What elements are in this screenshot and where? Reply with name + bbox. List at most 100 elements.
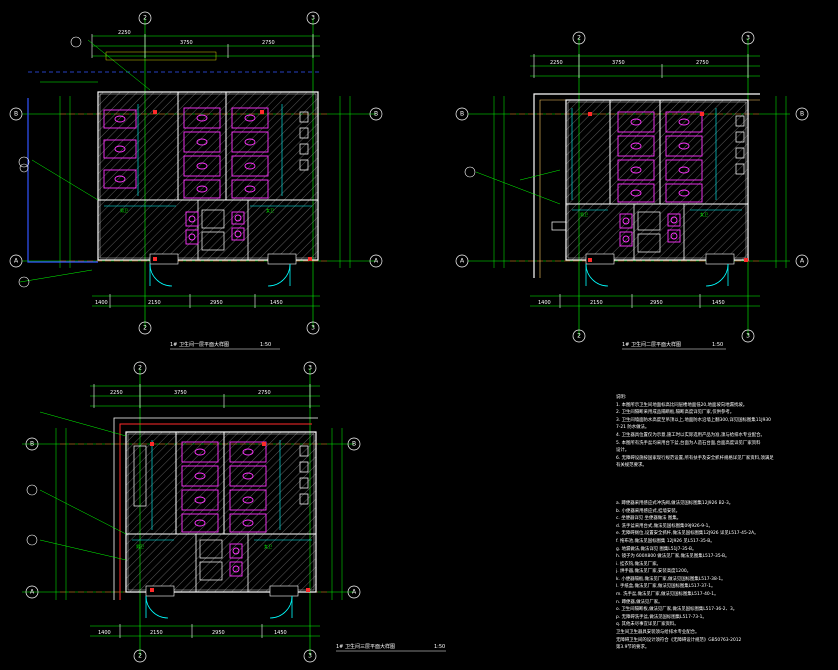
svg-text:男卫: 男卫 (120, 208, 128, 213)
svg-text:1450: 1450 (712, 300, 725, 306)
axis-bubble: 3 (303, 649, 317, 663)
plan-2-second-floor: 2 3 2 3 B A B A 2250 3750 2750 1400 2150… (455, 31, 809, 350)
fixture-line: n. 蹲便器,做法见厂家。 (616, 599, 663, 605)
axis-bubble: A (25, 585, 39, 599)
svg-text:3: 3 (746, 333, 750, 340)
fixture-line: f. 拖布池,做法见国标图集 12J926 见L517-35-B。 (616, 538, 715, 544)
svg-text:1400: 1400 (538, 300, 551, 306)
axis-bubble: 2 (572, 329, 586, 343)
fixture-line: i. 挂衣钩,做法见厂家。 (616, 561, 661, 567)
plan-3-third-floor: 2 3 2 3 B A B A 2250 3750 2750 1400 2150… (22, 361, 446, 663)
svg-text:1400: 1400 (98, 630, 111, 636)
axis-bubble: 2 (133, 361, 147, 375)
note-line: 5. 本图所有洗手盆均采用台下盆,台面为人造石台面,台面高度详见厂家资料 (616, 440, 761, 446)
svg-text:1# 卫生间三层平面大样图: 1# 卫生间三层平面大样图 (336, 643, 395, 650)
svg-text:2950: 2950 (210, 300, 223, 306)
svg-text:B: B (352, 441, 356, 448)
fixture-line: o. 卫生间隔断板,做法见厂家,做法见国标图集L517-36-2、3。 (616, 607, 738, 613)
svg-text:2150: 2150 (148, 300, 161, 306)
svg-text:2150: 2150 (150, 630, 163, 636)
axis-bubble: 3 (741, 329, 755, 343)
axis-bubble: 3 (306, 321, 320, 335)
fixture-line: c. 坐便器详见 坐便器做法 图集。 (616, 516, 682, 522)
svg-text:3: 3 (311, 15, 315, 22)
plan-title: 1# 卫生间三层平面大样图 1:50 (336, 643, 446, 652)
svg-text:2750: 2750 (696, 60, 709, 66)
axis-bubble: B (25, 437, 39, 451)
svg-text:2: 2 (143, 15, 147, 22)
fixture-line: 无障碍卫生间的设计须符合《无障碍设计规范》GB50763-2012 (616, 637, 742, 643)
plan-title: 1# 卫生间二层平面大样图 1:50 (622, 341, 726, 350)
note-line: 有关规范要求。 (616, 463, 647, 469)
svg-text:男卫: 男卫 (136, 544, 144, 549)
notes-heading: 说明: (616, 395, 627, 400)
axis-bubble: A (455, 254, 469, 268)
note-line: 6. 无障碍设施按国家现行规范设置,所有扶手及安全抓杆规格详见厂家资料,须满足 (616, 455, 774, 461)
fixture-line: l. 手纸盒,做法见厂家,做法见国标图集L517-37-1。 (616, 584, 716, 590)
fixture-line: p. 无障碍洗手盆,做法见国标图集L517-73-1。 (616, 614, 707, 620)
fixture-line: 卫生间卫生器具安装须与给排水专业配合。 (616, 630, 700, 636)
fixture-line: g. 地漏做法,做法详见 图集L51J7-35-B。 (616, 546, 697, 552)
svg-text:2750: 2750 (258, 390, 271, 396)
svg-text:2950: 2950 (650, 300, 663, 306)
toilet-stalls-women (185, 107, 269, 245)
svg-text:3750: 3750 (174, 390, 187, 396)
svg-text:1# 卫生间一层平面大样图: 1# 卫生间一层平面大样图 (170, 341, 229, 348)
svg-text:3: 3 (308, 365, 312, 372)
note-line: 1. 本图所示卫生间地面标高比同层楼地面低20,地面坡向地漏找坡。 (616, 402, 748, 408)
plan-1-first-floor: 2 3 2 3 B A B A (9, 11, 383, 350)
note-line: 设计。 (616, 448, 630, 454)
fixture-line: a. 蹲便器采用感应式冲洗阀,做法见国标图集12J926 B2-3。 (616, 500, 734, 506)
axis-bubble: 2 (572, 31, 586, 45)
svg-text:1:50: 1:50 (712, 342, 723, 348)
axis-bubble: A (347, 585, 361, 599)
axis-bubble: B (455, 107, 469, 121)
svg-text:B: B (14, 111, 18, 118)
svg-text:1:50: 1:50 (434, 644, 445, 650)
svg-text:A: A (800, 258, 805, 265)
design-notes: 说明: 1. 本图所示卫生间地面标高比同层楼地面低20,地面坡向地漏找坡。 2.… (616, 394, 831, 652)
svg-text:1450: 1450 (270, 300, 283, 306)
fixture-line: d. 洗手盆采用台式,做法见国标图集09J926-9-1。 (616, 523, 713, 529)
svg-text:2950: 2950 (212, 630, 225, 636)
axis-bubble: B (9, 107, 23, 121)
axis-bubble: 3 (741, 31, 755, 45)
svg-text:3750: 3750 (612, 60, 625, 66)
toilet-stalls (617, 111, 703, 247)
fixture-line: q. 其他未尽事宜详见厂家资料。 (616, 622, 679, 628)
svg-text:男卫: 男卫 (580, 212, 588, 217)
svg-text:3: 3 (308, 653, 312, 660)
svg-text:A: A (14, 258, 19, 265)
fixture-line: j. 烘手器,做法见厂家,安装高度1200。 (616, 569, 692, 575)
axis-bubble: 3 (303, 361, 317, 375)
note-line: 3. 卫生间墙面防水高度至吊顶以上,地面防水沿墙上翻300,详见国标图集11J9… (616, 417, 771, 423)
svg-text:1400: 1400 (95, 300, 108, 306)
svg-text:女卫: 女卫 (700, 211, 708, 217)
fixture-line: m. 洗手盆,做法见厂家,做法见国标图集L517-40-1。 (616, 592, 719, 598)
svg-text:2150: 2150 (590, 300, 603, 306)
svg-text:2: 2 (143, 325, 147, 332)
note-line: 4. 卫生器具位置仅为示意,施工时以实际选用产品为准,须与给排水专业配合。 (616, 432, 765, 438)
svg-text:1:50: 1:50 (260, 342, 271, 348)
note-line: 2. 卫生间隔断采用成品隔断板,隔断高度详见厂家,仅供参考。 (616, 410, 735, 416)
svg-text:2250: 2250 (550, 60, 563, 66)
svg-text:B: B (374, 111, 378, 118)
svg-text:1# 卫生间二层平面大样图: 1# 卫生间二层平面大样图 (622, 341, 681, 348)
fixture-line: e. 无障碍厕位,设置安全抓杆,做法见国标图集12J926 详见L517-45-… (616, 531, 759, 537)
axis-bubble: A (795, 254, 809, 268)
svg-text:2250: 2250 (110, 390, 123, 396)
plan-title: 1# 卫生间一层平面大样图 1:50 (170, 341, 280, 350)
svg-text:B: B (800, 111, 804, 118)
fixture-line: 第3.9节的要求。 (616, 645, 650, 651)
axis-bubble: A (369, 254, 383, 268)
svg-text:A: A (30, 589, 35, 596)
axis-bubble: B (369, 107, 383, 121)
axis-bubble: 2 (138, 321, 152, 335)
svg-text:2: 2 (577, 333, 581, 340)
svg-text:3750: 3750 (180, 40, 193, 46)
svg-text:3: 3 (746, 35, 750, 42)
svg-text:B: B (460, 111, 464, 118)
svg-text:2: 2 (577, 35, 581, 42)
svg-text:A: A (460, 258, 465, 265)
